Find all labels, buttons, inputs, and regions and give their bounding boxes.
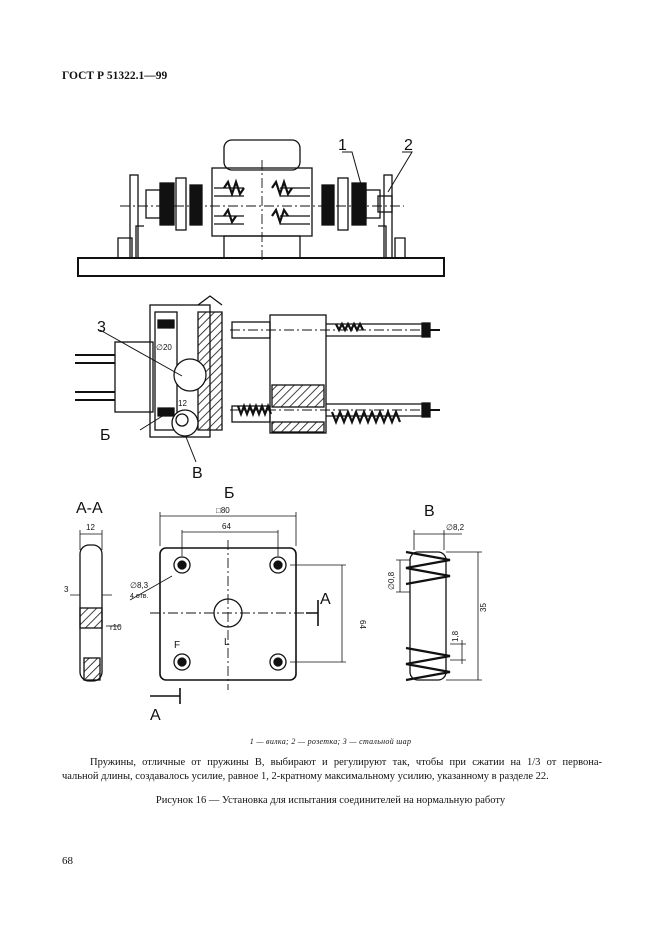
apparatus-side-view (75, 295, 440, 463)
callout-1: 1 (338, 137, 347, 154)
callout-b-cyr: Б (100, 427, 111, 444)
dim-ball-diameter: ∅20 (156, 343, 172, 352)
dim-spring-diameter: ∅8,2 (446, 523, 465, 532)
dim-64-right: 64 (358, 620, 367, 629)
body-paragraph: Пружины, отличные от пружины В, выбирают… (62, 756, 602, 784)
assembly-top-view (77, 139, 445, 277)
callout-v: В (192, 465, 203, 482)
section-title-v: В (424, 503, 435, 520)
dim-hole-count: 4 отв. (130, 593, 149, 600)
section-mark-a-bottom: А (150, 707, 161, 724)
dim-hole-diameter: ∅8,3 (130, 581, 149, 590)
section-title-aa: А-А (76, 500, 103, 517)
letter-f: F (174, 640, 180, 651)
section-aa (70, 530, 120, 682)
view-v-spring (396, 530, 482, 682)
paragraph-line-1: Пружины, отличные от пружины В, выбирают… (90, 757, 602, 768)
page-number: 68 (62, 855, 73, 867)
standard-header: ГОСТ Р 51322.1—99 (62, 70, 168, 82)
callout-2: 2 (404, 137, 413, 154)
figure-legend: 1 — вилка; 2 — розетка; 3 — стальной шар (249, 737, 412, 746)
dim-64-top: 64 (222, 522, 231, 531)
technical-drawing: 1 2 3 Б В А-А Б В А А 12 3 r10 □80 64 64… (64, 137, 488, 724)
letter-l: L (224, 637, 230, 648)
dim-sq80: □80 (216, 506, 230, 515)
dim-length-35: 35 (479, 603, 488, 612)
figure-caption: Рисунок 16 — Установка для испытания сое… (155, 795, 506, 806)
dim-12: 12 (86, 523, 95, 532)
paragraph-line-2: чальной длины, создавалось усилие, равно… (62, 771, 549, 782)
dim-wire-diameter: ∅0,8 (387, 571, 396, 590)
dim-r10: r10 (110, 623, 122, 632)
section-title-b: Б (224, 485, 235, 502)
dim-3: 3 (64, 585, 69, 594)
dim-12-ball: 12 (178, 399, 187, 408)
view-b-plate (129, 512, 346, 704)
section-mark-a-side: А (320, 591, 331, 608)
callout-3: 3 (97, 319, 106, 336)
dim-pitch: 1,8 (451, 630, 460, 642)
